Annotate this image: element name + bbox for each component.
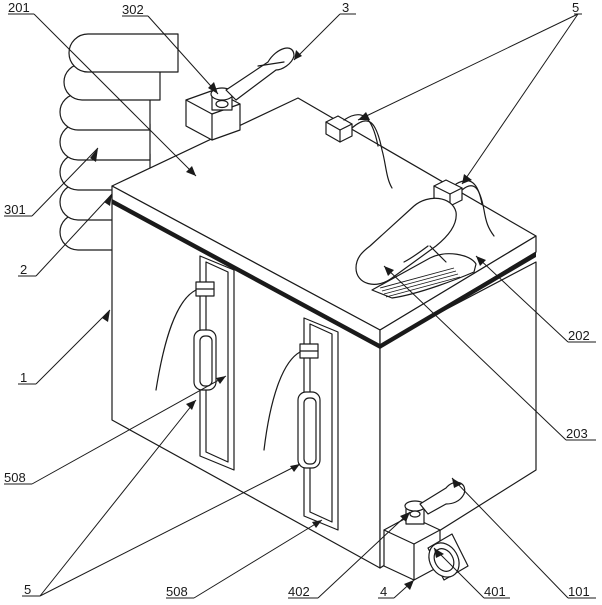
label-2: 2 [20, 262, 27, 277]
door-right-508 [263, 317, 339, 531]
label-101: 101 [568, 584, 590, 599]
label-508-left: 508 [4, 470, 26, 485]
label-301: 301 [4, 202, 26, 217]
label-4: 4 [380, 584, 387, 599]
lid-handle-202 [355, 197, 477, 299]
label-1: 1 [20, 370, 27, 385]
label-203: 203 [566, 426, 588, 441]
label-508-bottom: 508 [166, 584, 188, 599]
reference-labels: 201 302 3 5 301 2 202 1 203 508 101 5 50… [4, 0, 590, 599]
label-3: 3 [342, 0, 349, 15]
vent-grill-203 [379, 267, 461, 298]
leader-lines [4, 13, 596, 599]
label-5-bottom: 5 [24, 582, 31, 597]
label-202: 202 [568, 328, 590, 343]
fin-tubes-301 [59, 33, 179, 251]
label-5-top: 5 [572, 0, 579, 15]
label-302: 302 [122, 2, 144, 17]
label-201: 201 [8, 0, 30, 15]
arrowheads [90, 50, 486, 590]
upper-valve-3 [185, 47, 295, 141]
door-left-508 [155, 255, 235, 471]
label-401: 401 [484, 584, 506, 599]
label-402: 402 [288, 584, 310, 599]
